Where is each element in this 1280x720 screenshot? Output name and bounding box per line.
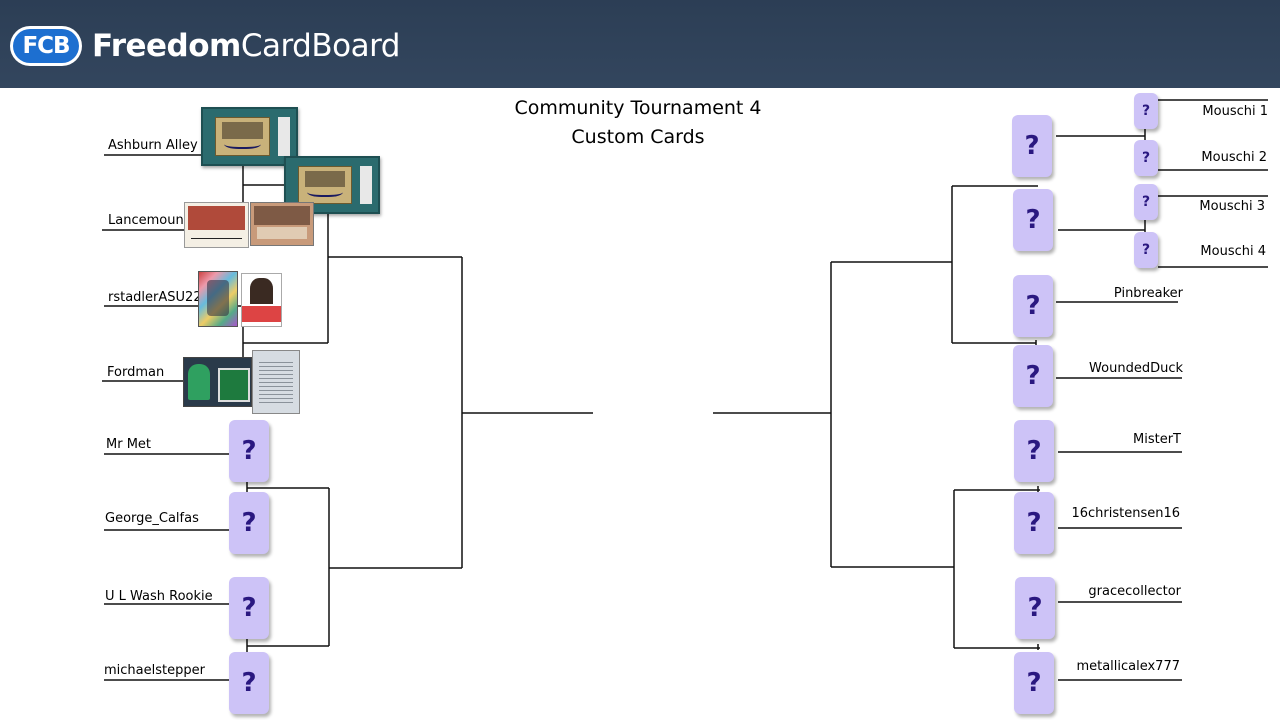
brand-name-bold: Freedom — [92, 28, 241, 64]
placeholder-card-mistert[interactable]: ? — [1014, 420, 1054, 482]
card-image-rstadler-back[interactable] — [241, 273, 282, 327]
entrant-metallicalex777[interactable]: metallicalex777 — [1076, 659, 1180, 674]
card-image-fordman-front[interactable] — [183, 357, 252, 407]
card-image-rstadler-front[interactable] — [198, 271, 238, 327]
right-bracket-lines — [713, 99, 1268, 681]
card-image-lancemount-front[interactable] — [184, 202, 249, 248]
placeholder-card-ul-wash-rookie[interactable]: ? — [229, 577, 269, 639]
placeholder-card-mouschi-3[interactable]: ? — [1134, 184, 1158, 220]
placeholder-card-george-calfas[interactable]: ? — [229, 492, 269, 554]
placeholder-card-mouschi-2[interactable]: ? — [1134, 140, 1158, 176]
entrant-ashburn-alley[interactable]: Ashburn Alley — [108, 138, 198, 153]
entrant-ul-wash-rookie[interactable]: U L Wash Rookie — [105, 589, 213, 604]
entrant-mouschi-2[interactable]: Mouschi 2 — [1201, 150, 1267, 165]
tournament-title-line1: Community Tournament 4 — [514, 97, 762, 119]
card-image-fordman-back[interactable] — [252, 350, 300, 414]
placeholder-card-mouschi-winner-2[interactable]: ? — [1013, 189, 1053, 251]
entrant-lancemount[interactable]: Lancemount — [108, 213, 189, 228]
placeholder-card-mouschi-winner-1[interactable]: ? — [1012, 115, 1052, 177]
entrant-mouschi-1[interactable]: Mouschi 1 — [1202, 104, 1268, 119]
fcb-logo[interactable]: FCB — [10, 26, 82, 66]
left-bracket-lines — [102, 154, 593, 681]
fcb-logo-text: FCB — [13, 29, 79, 63]
brand-name[interactable]: FreedomCardBoard — [92, 26, 400, 66]
entrant-woundedduck[interactable]: WoundedDuck — [1089, 361, 1183, 376]
entrant-16christensen16[interactable]: 16christensen16 — [1071, 506, 1180, 521]
placeholder-card-michaelstepper[interactable]: ? — [229, 652, 269, 714]
entrant-mr-met[interactable]: Mr Met — [106, 437, 152, 452]
placeholder-card-metallicalex777[interactable]: ? — [1014, 652, 1054, 714]
entrant-fordman[interactable]: Fordman — [107, 365, 165, 380]
placeholder-card-mouschi-4[interactable]: ? — [1134, 232, 1158, 268]
placeholder-card-mr-met[interactable]: ? — [229, 420, 269, 482]
card-image-lancemount-back[interactable] — [250, 202, 314, 246]
placeholder-card-pinbreaker[interactable]: ? — [1013, 275, 1053, 337]
placeholder-card-gracecollector[interactable]: ? — [1015, 577, 1055, 639]
entrant-mouschi-4[interactable]: Mouschi 4 — [1200, 244, 1266, 259]
card-image-ashburn-alley[interactable] — [201, 107, 298, 166]
tournament-title: Community Tournament 4 Custom Cards — [488, 94, 788, 152]
placeholder-card-16christensen16[interactable]: ? — [1014, 492, 1054, 554]
entrant-rstadlerasu22[interactable]: rstadlerASU22 — [108, 290, 202, 305]
brand-name-light: CardBoard — [240, 28, 401, 64]
entrant-mistert[interactable]: MisterT — [1133, 432, 1181, 447]
site-header: FCB FreedomCardBoard — [0, 0, 1280, 88]
placeholder-card-mouschi-1[interactable]: ? — [1134, 93, 1158, 129]
tournament-title-line2: Custom Cards — [571, 126, 705, 148]
entrant-mouschi-3[interactable]: Mouschi 3 — [1199, 199, 1265, 214]
entrant-pinbreaker[interactable]: Pinbreaker — [1113, 286, 1183, 301]
placeholder-card-woundedduck[interactable]: ? — [1013, 345, 1053, 407]
entrant-michaelstepper[interactable]: michaelstepper — [104, 663, 205, 678]
entrant-george-calfas[interactable]: George_Calfas — [105, 511, 199, 526]
entrant-gracecollector[interactable]: gracecollector — [1088, 584, 1181, 599]
